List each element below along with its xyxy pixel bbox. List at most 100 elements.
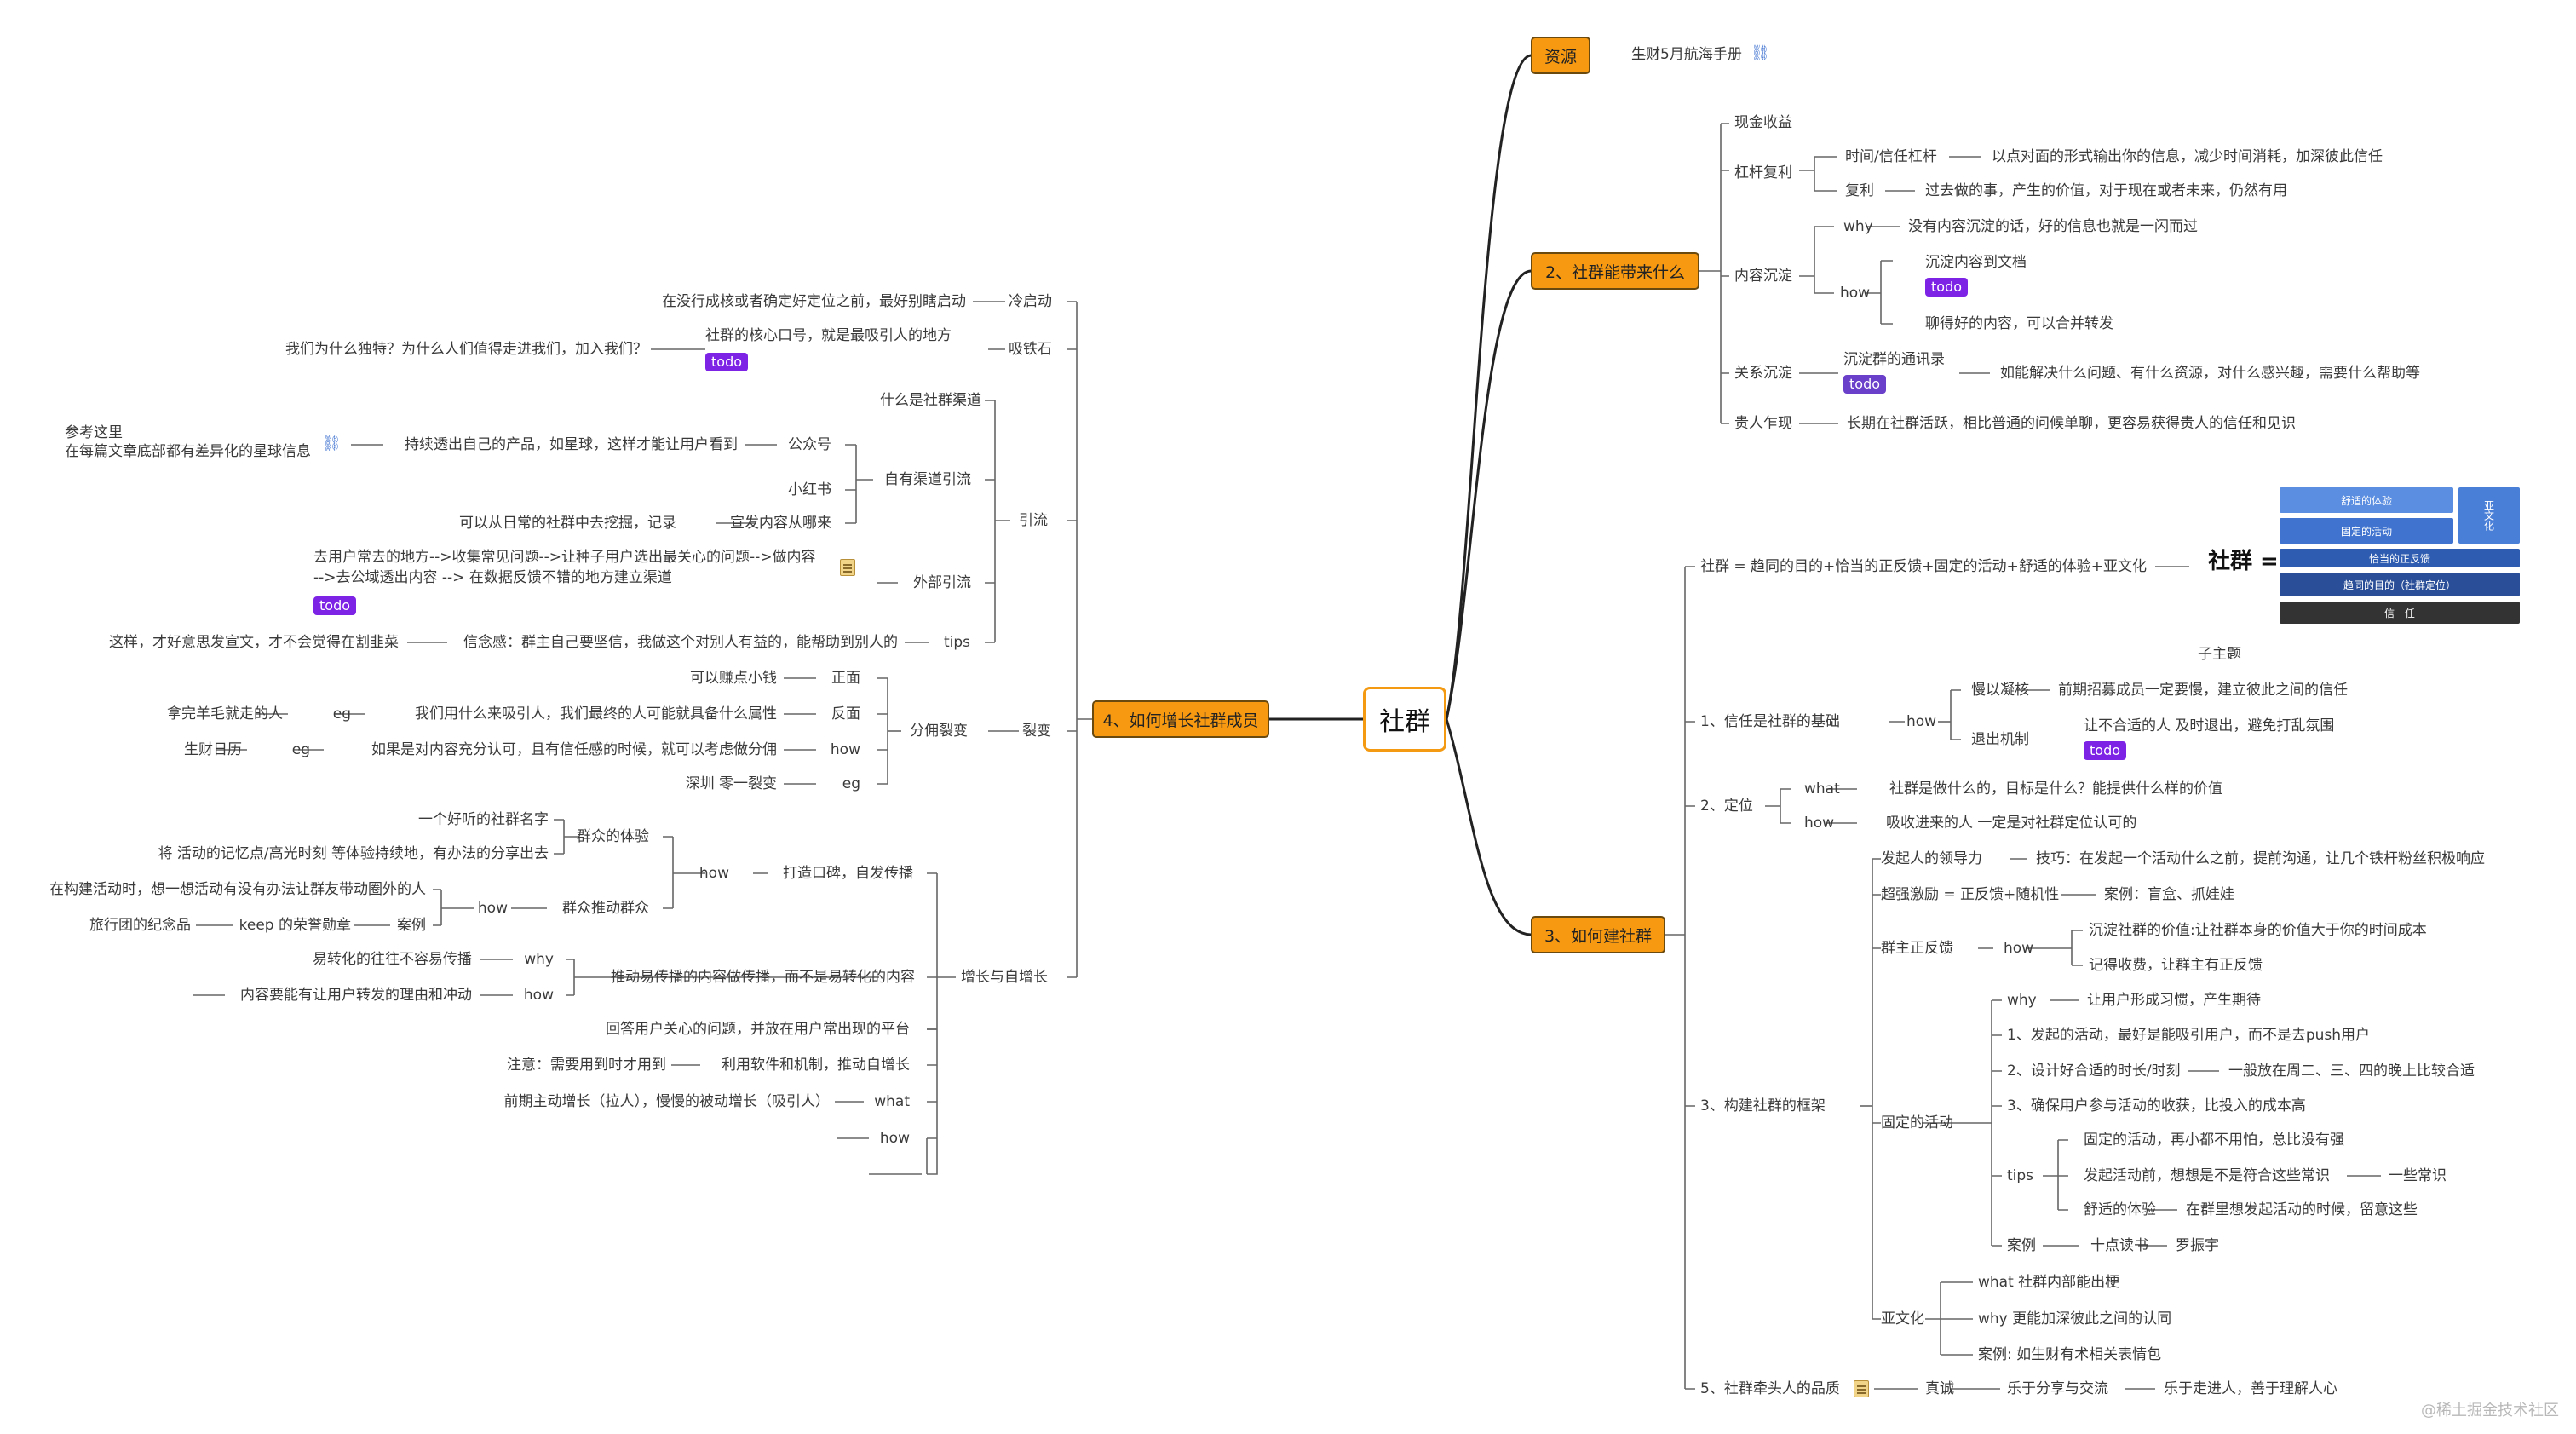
grow-growth[interactable]: 增长与自增长 [961,969,1048,986]
branch-benefit[interactable]: 2、社群能带来什么 [1531,252,1699,290]
sub-topic[interactable]: 子主题 [2198,646,2241,663]
build-positive-how[interactable]: how [2004,940,2034,957]
grow-s-why[interactable]: why [524,951,554,968]
grow-magnet[interactable]: 吸铁石 [1009,341,1052,358]
grow-magnet-q[interactable]: 我们为什么独特？为什么人们值得走进我们，加入我们？ [285,341,647,358]
build-sub-what[interactable]: what 社群内部能出梗 [1978,1274,2120,1291]
grow-neg[interactable]: 反面 [831,705,860,723]
build-share[interactable]: 乐于分享与交流 [2007,1380,2108,1397]
grow-split[interactable]: 分佣裂变 [910,723,968,740]
grow-s-how-desc[interactable]: 内容要能有让用户转发的理由和冲动 [240,987,472,1004]
todo-badge[interactable]: todo [313,596,357,615]
grow-eg-3-desc[interactable]: 深圳 零一裂变 [685,775,777,792]
grow-neg-desc[interactable]: 我们用什么来吸引人，我们最终的人可能就具备什么属性 [415,705,777,723]
root-node[interactable]: 社群 [1363,687,1446,752]
grow-push-how[interactable]: how [477,900,508,917]
benefit-relation[interactable]: 关系沉淀 [1734,365,1792,382]
benefit-time-leverage[interactable]: 时间/信任杠杆 [1845,148,1937,165]
benefit-cash[interactable]: 现金收益 [1734,114,1792,131]
build-sub-case[interactable]: 案例: 如生财有术相关表情包 [1978,1346,2162,1363]
build-fixed-2[interactable]: 2、设计好合适的时长/时刻 [2007,1063,2181,1080]
grow-external[interactable]: 外部引流 [913,574,971,591]
grow-how[interactable]: how [879,1130,910,1147]
build-trust-base[interactable]: 1、信任是社群的基础 [1700,713,1840,730]
resource-item[interactable]: 生财5月航海手册 [1631,46,1742,63]
grow-promo[interactable]: 宣发内容从哪来 [730,515,831,532]
build-sincere[interactable]: 真诚 [1925,1380,1954,1397]
todo-badge[interactable]: todo [1925,278,1969,297]
grow-tips[interactable]: tips [944,634,971,651]
build-positive-2[interactable]: 记得收费，让群主有正反馈 [2089,957,2263,974]
grow-traffic[interactable]: 引流 [1019,512,1048,529]
grow-f-how[interactable]: how [830,741,860,758]
grow-xhs[interactable]: 小红书 [788,481,831,498]
grow-tips-tail[interactable]: 这样，才好意思发宣文，才不会觉得在割韭菜 [109,634,399,651]
grow-wechat[interactable]: 公众号 [788,436,831,453]
build-pos-how-desc[interactable]: 吸收进来的人 一定是对社群定位认可的 [1886,815,2137,832]
grow-eg-2-desc[interactable]: 生财日历 [184,741,242,758]
benefit-noble-desc[interactable]: 长期在社群活跃，相比普通的问候单聊，更容易获得贵人的信任和见识 [1847,415,2296,432]
build-slow[interactable]: 慢以凝核 [1971,682,2029,699]
grow-tips-desc[interactable]: 信念感：群主自己要坚信，我做这个对别人有益的，能帮助到别人的 [463,634,898,651]
build-quality[interactable]: 5、社群牵头人的品质 [1700,1380,1840,1397]
build-exit[interactable]: 退出机制 [1971,731,2029,748]
build-fixed[interactable]: 固定的活动 [1881,1114,1953,1132]
build-slow-desc[interactable]: 前期招募成员一定要慢，建立彼此之间的信任 [2058,682,2348,699]
benefit-noble[interactable]: 贵人乍现 [1734,415,1792,432]
build-tips-1[interactable]: 固定的活动，再小都不用怕，总比没有强 [2084,1132,2344,1149]
build-pos-what-desc[interactable]: 社群是做什么的，目标是什么？能提供什么样的价值 [1889,780,2222,798]
build-incentive[interactable]: 超强激励 = 正反馈+随机性 [1881,886,2060,903]
build-fixed-3[interactable]: 3、确保用户参与活动的收获，比投入的成本高 [2007,1097,2306,1114]
grow-what-channel[interactable]: 什么是社群渠道 [880,392,981,409]
branch-build[interactable]: 3、如何建社群 [1531,916,1665,953]
build-framework[interactable]: 3、构建社群的框架 [1700,1097,1826,1114]
grow-f-how-desc[interactable]: 如果是对内容充分认可，且有信任感的时候，就可以考虑做分佣 [371,741,777,758]
grow-eg-3[interactable]: eg [842,775,860,792]
grow-brand[interactable]: 打造口碑，自发传播 [783,865,913,882]
grow-own[interactable]: 自有渠道引流 [884,471,971,488]
build-exit-desc[interactable]: 让不合适的人 及时退出，避免打乱氛围 [2084,717,2335,734]
grow-eg-2[interactable]: eg [291,741,310,758]
grow-ref-1[interactable]: 参考这里 [65,424,123,441]
grow-s-why-desc[interactable]: 易转化的往往不容易传播 [313,951,472,968]
build-trust-how[interactable]: how [1906,713,1937,730]
todo-badge[interactable]: todo [2084,741,2127,760]
build-leader[interactable]: 发起人的领导力 [1881,850,1982,867]
benefit-how[interactable]: how [1840,285,1871,302]
build-case-1[interactable]: 十点读书 [2090,1237,2148,1254]
note-icon[interactable] [840,559,855,576]
build-pos-how[interactable]: how [1804,815,1835,832]
build-positive-1[interactable]: 沉淀社群的价值:让社群本身的价值大于你的时间成本 [2089,922,2427,939]
grow-eg-1-desc[interactable]: 拿完羊毛就走的人 [167,705,283,723]
build-leader-desc[interactable]: 技巧：在发起一个活动什么之前，提前沟通，让几个铁杆粉丝积极响应 [2036,850,2485,867]
build-tips[interactable]: tips [2007,1167,2034,1184]
benefit-compound-desc[interactable]: 过去做的事，产生的价值，对于现在或者未来，仍然有用 [1925,182,2287,199]
build-fixed-why[interactable]: why [2007,992,2037,1009]
grow-push-how-desc[interactable]: 在构建活动时，想一想活动有没有办法让群友带动圈外的人 [49,881,426,898]
build-positive[interactable]: 群主正反馈 [1881,940,1953,957]
grow-cold[interactable]: 冷启动 [1009,293,1052,310]
grow-wechat-desc[interactable]: 持续透出自己的产品，如星球，这样才能让用户看到 [405,436,738,453]
grow-push-case-2[interactable]: 旅行团的纪念品 [89,917,191,934]
benefit-why[interactable]: why [1843,218,1873,235]
link-icon[interactable]: ⛓ [1751,44,1770,62]
grow-fission[interactable]: 裂变 [1022,723,1051,740]
grow-ref-2[interactable]: 在每篇文章底部都有差异化的星球信息 [65,443,311,460]
grow-spread[interactable]: 推动易传播的内容做传播，而不是易转化的内容 [611,969,915,986]
build-fixed-2-desc[interactable]: 一般放在周二、三、四的晚上比较合适 [2228,1063,2475,1080]
branch-resource[interactable]: 资源 [1531,37,1590,74]
grow-push[interactable]: 群众推动群众 [562,900,649,917]
grow-pos-desc[interactable]: 可以赚点小钱 [690,670,777,687]
build-case-2[interactable]: 罗振宇 [2176,1237,2219,1254]
grow-experience[interactable]: 群众的体验 [577,828,649,845]
benefit-compound[interactable]: 复利 [1845,182,1874,199]
grow-eg-1[interactable]: eg [332,705,351,723]
grow-software[interactable]: 利用软件和机制，推动自增长 [722,1057,910,1074]
grow-s-how[interactable]: how [523,987,554,1004]
grow-answer[interactable]: 回答用户关心的问题，并放在用户常出现的平台 [606,1021,910,1038]
grow-ext-2[interactable]: -->去公域透出内容 --> 在数据反馈不错的地方建立渠道 [313,569,672,586]
todo-badge[interactable]: todo [705,353,749,371]
grow-what[interactable]: what [874,1093,910,1110]
link-icon[interactable]: ⛓ [322,435,342,452]
build-case[interactable]: 案例 [2007,1237,2036,1254]
